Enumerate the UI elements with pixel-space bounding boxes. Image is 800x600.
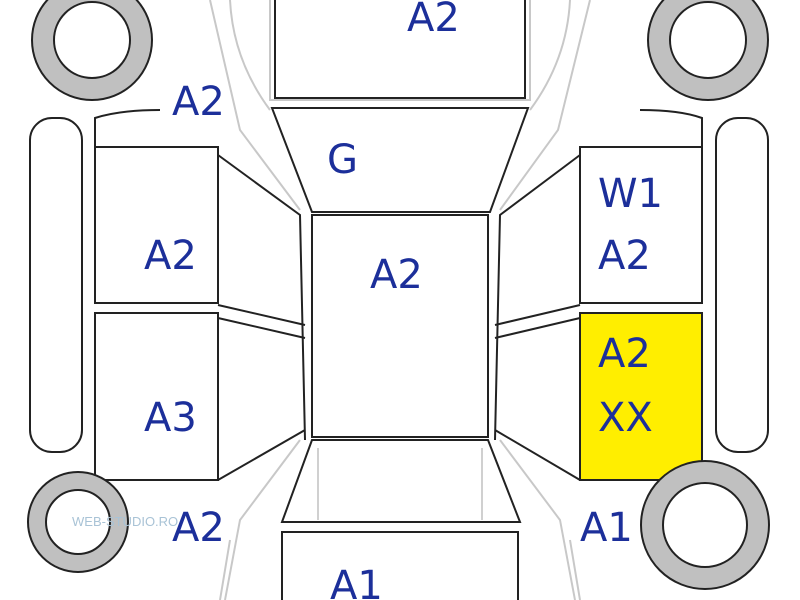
windshield-code: G [327, 137, 358, 183]
rear-right-wheel [640, 460, 770, 590]
front-right-door-code-2: A2 [598, 233, 651, 279]
trunk-panel [281, 531, 519, 600]
hood-panel [274, 0, 526, 99]
rear-right-door-code-2: XX [598, 395, 653, 441]
rear-right-door-panel [579, 312, 703, 481]
rear-left-door-panel [94, 312, 219, 481]
windshield-panel [270, 107, 530, 213]
front-left-door-panel [94, 146, 219, 304]
left-side-rail [29, 117, 83, 453]
trunk-code: A1 [330, 563, 383, 600]
front-right-door-code-1: W1 [598, 171, 663, 217]
rear-right-wheel-area-code: A1 [580, 505, 633, 551]
rear-left-wheel-area-code: A2 [172, 505, 225, 551]
watermark-text: WEB-STUDIO.RO [72, 514, 179, 529]
rear-window-panel [280, 439, 522, 523]
right-side-rail [715, 117, 769, 453]
roof-panel [311, 214, 489, 438]
roof-code: A2 [370, 252, 423, 298]
rear-left-door-code: A3 [144, 395, 197, 441]
front-left-door-code: A2 [144, 233, 197, 279]
rear-right-door-code-1: A2 [598, 331, 651, 377]
front-right-door-panel [579, 146, 703, 304]
front-right-wheel [647, 0, 769, 101]
body-silhouette [209, 0, 591, 600]
hood-code: A2 [407, 0, 460, 41]
front-left-wheel [31, 0, 153, 101]
rear-left-wheel [27, 471, 129, 573]
front-left-wheel-area-code: A2 [172, 79, 225, 125]
